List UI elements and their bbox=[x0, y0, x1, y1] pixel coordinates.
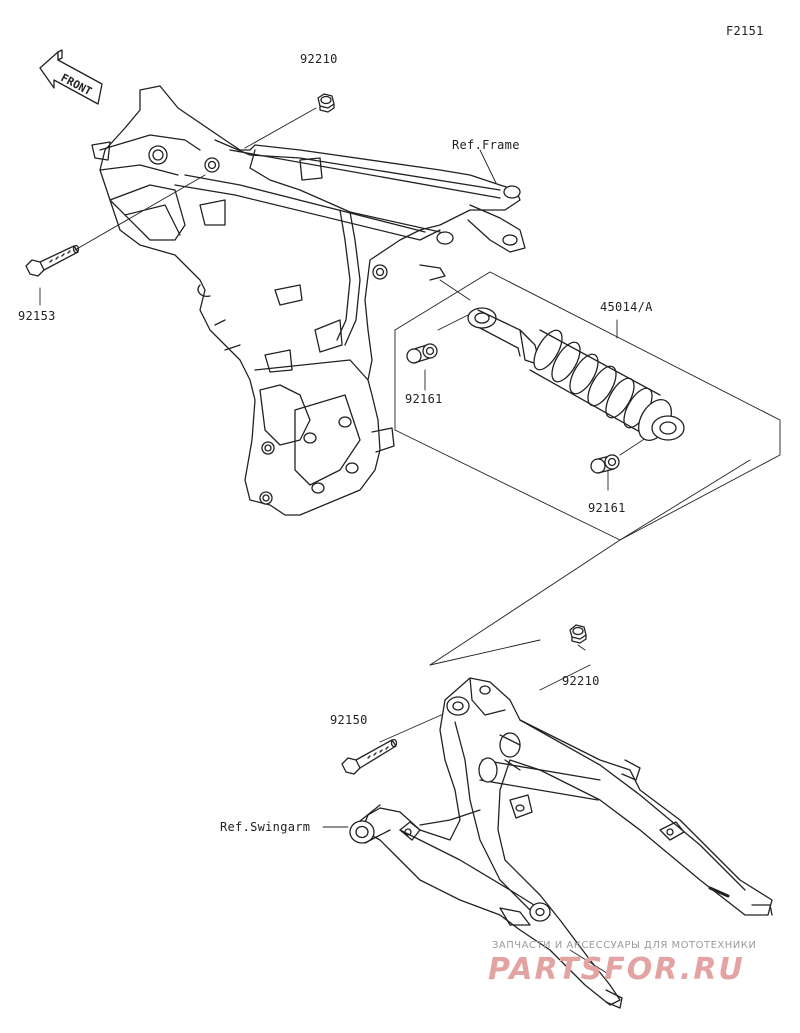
nut-92210-top-icon bbox=[317, 93, 335, 113]
leader-lines bbox=[39, 107, 781, 828]
label-bushing-92161-right[interactable]: 92161 bbox=[588, 501, 626, 515]
bolt-92153-icon bbox=[25, 244, 80, 277]
shock-absorber-45014-icon bbox=[467, 307, 685, 441]
label-bolt-92153[interactable]: 92153 bbox=[18, 309, 56, 323]
diagram-code: F2151 bbox=[726, 24, 764, 38]
frame-drawing bbox=[91, 85, 526, 516]
label-shock-absorber-45014a[interactable]: 45014/A bbox=[600, 300, 653, 314]
front-arrow-icon: FRONT bbox=[39, 49, 103, 105]
label-bolt-92150[interactable]: 92150 bbox=[330, 713, 368, 727]
nut-92210-bottom-icon bbox=[569, 624, 587, 644]
bushing-92161-right-icon bbox=[590, 454, 620, 474]
label-nut-92210-top[interactable]: 92210 bbox=[300, 52, 338, 66]
watermark-tagline: ЗАПЧАСТИ И АКСЕССУАРЫ ДЛЯ МОТОТЕХНИКИ bbox=[492, 940, 757, 951]
label-frame-ref[interactable]: Ref.Frame bbox=[452, 138, 520, 152]
label-nut-92210-bottom[interactable]: 92210 bbox=[562, 674, 600, 688]
swingarm-drawing bbox=[349, 677, 773, 1009]
bushing-92161-left-icon bbox=[406, 343, 438, 364]
watermark-brand: PARTSFOR.RU bbox=[488, 952, 745, 987]
label-bushing-92161-left[interactable]: 92161 bbox=[405, 392, 443, 406]
label-swingarm-ref[interactable]: Ref.Swingarm bbox=[220, 820, 311, 834]
bolt-92150-icon bbox=[341, 738, 398, 775]
